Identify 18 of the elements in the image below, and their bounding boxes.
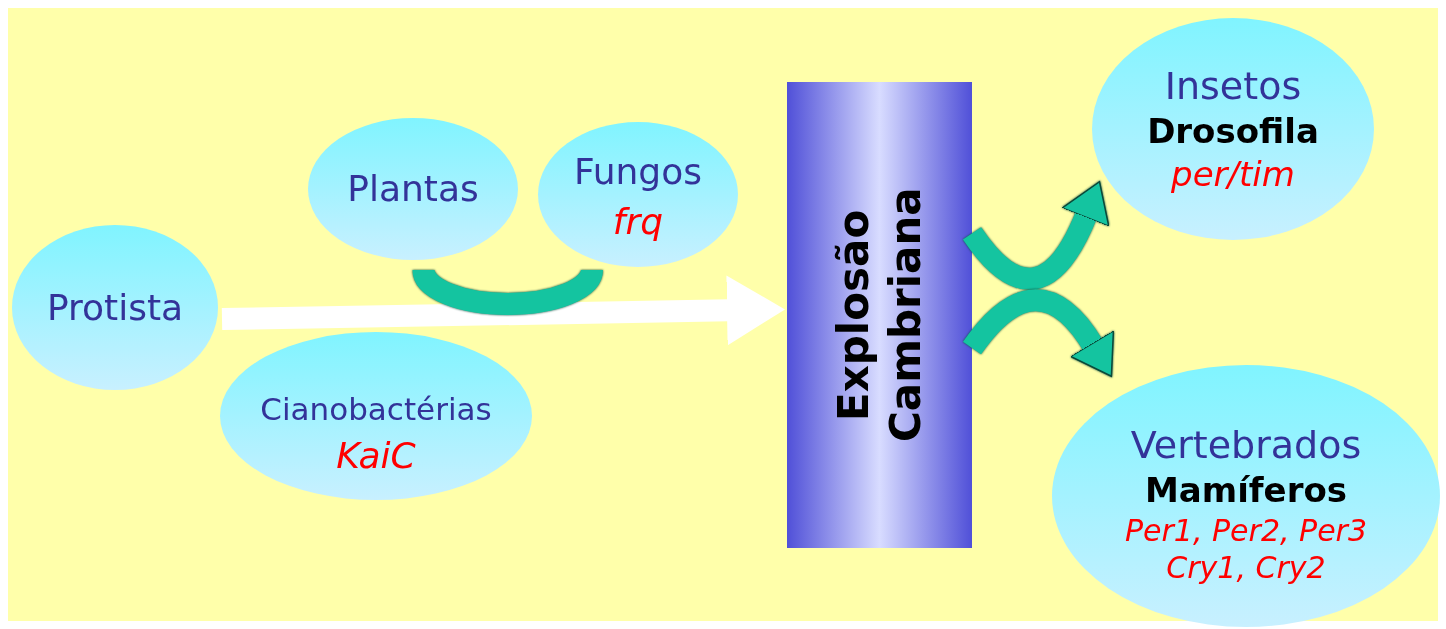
- gene-label: per/tim: [1171, 152, 1295, 196]
- example-label: Drosofila: [1147, 110, 1319, 153]
- gene-label: Per1, Per2, Per3 Cry1, Cry2: [1123, 511, 1369, 587]
- taxon-label: Vertebrados: [1130, 421, 1362, 469]
- example-label: Mamíferos: [1144, 469, 1348, 512]
- vertical-bar: [787, 82, 972, 548]
- taxon-label: Insetos: [1164, 62, 1302, 110]
- arrow: [963, 181, 1110, 290]
- example-label: KaiC: [336, 433, 416, 478]
- taxon-label: Plantas: [347, 167, 479, 211]
- arrow: [963, 289, 1114, 377]
- taxon-label: Fungos: [574, 150, 702, 194]
- taxon-label: Protista: [46, 285, 184, 330]
- taxon-label: Cianobactérias: [260, 390, 492, 430]
- curved-connector: [412, 268, 603, 315]
- arrow: [221, 275, 785, 346]
- vertical-label: Explosão Cambriana: [827, 186, 931, 445]
- example-label: frq: [612, 200, 664, 244]
